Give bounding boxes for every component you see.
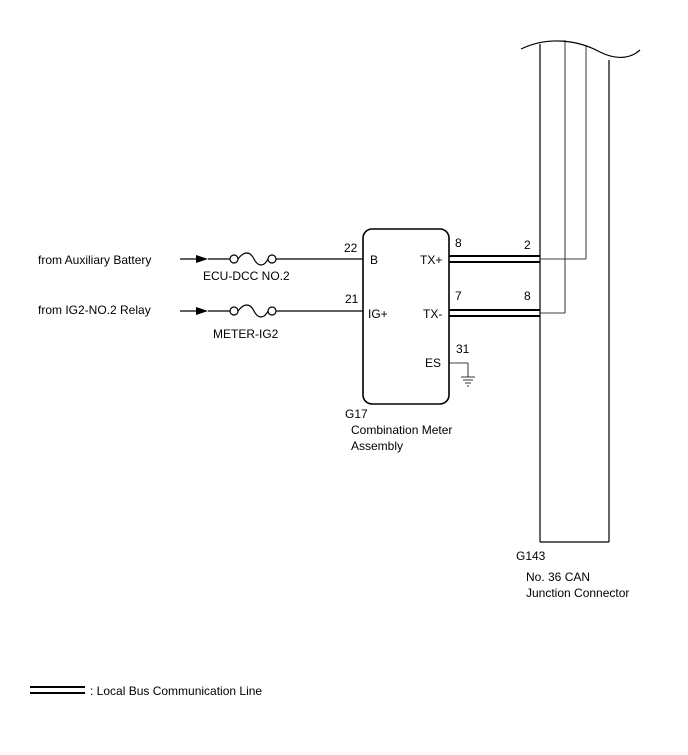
- meter-pin-es-number: 31: [456, 342, 470, 356]
- meter-pin-txp-label: TX+: [420, 253, 442, 267]
- junction-name-line2: Junction Connector: [526, 586, 629, 600]
- bus-line-txp: [449, 255, 540, 263]
- meter-pin-txp-number: 8: [455, 236, 462, 250]
- fuse-ecu-dcc-label: ECU-DCC NO.2: [203, 269, 290, 283]
- meter-pin-txm-label: TX-: [423, 307, 442, 321]
- meter-pin-b-number: 22: [344, 241, 358, 255]
- meter-pin-b-label: B: [370, 253, 378, 267]
- meter-pin-txm-number: 7: [455, 289, 462, 303]
- junction-pin-txm-number: 8: [524, 289, 531, 303]
- source-ig2-relay-label: from IG2-NO.2 Relay: [38, 303, 151, 317]
- legend-bus-line-icon: [30, 686, 85, 694]
- junction-connector-body: [520, 40, 641, 543]
- fuse-meter-ig2: [208, 304, 363, 318]
- fuse-ecu-dcc: [208, 252, 363, 266]
- fuse-meter-ig2-label: METER-IG2: [213, 327, 279, 341]
- source-aux-battery-label: from Auxiliary Battery: [38, 253, 151, 267]
- meter-pin-ig-number: 21: [345, 292, 359, 306]
- junction-pin-txp-number: 2: [524, 238, 531, 252]
- meter-pin-es-label: ES: [425, 356, 441, 370]
- bus-line-txm: [449, 309, 540, 317]
- legend-label: : Local Bus Communication Line: [90, 684, 262, 698]
- junction-code: G143: [516, 549, 546, 563]
- source-ig2-relay-arrow: [180, 307, 208, 315]
- meter-name-line2: Assembly: [351, 439, 403, 453]
- meter-pin-ig-label: IG+: [368, 307, 388, 321]
- meter-name-line1: Combination Meter: [351, 423, 452, 437]
- junction-name-line1: No. 36 CAN: [526, 570, 590, 584]
- ground-icon: [449, 362, 475, 387]
- meter-code: G17: [345, 407, 368, 421]
- source-aux-battery-arrow: [180, 255, 208, 263]
